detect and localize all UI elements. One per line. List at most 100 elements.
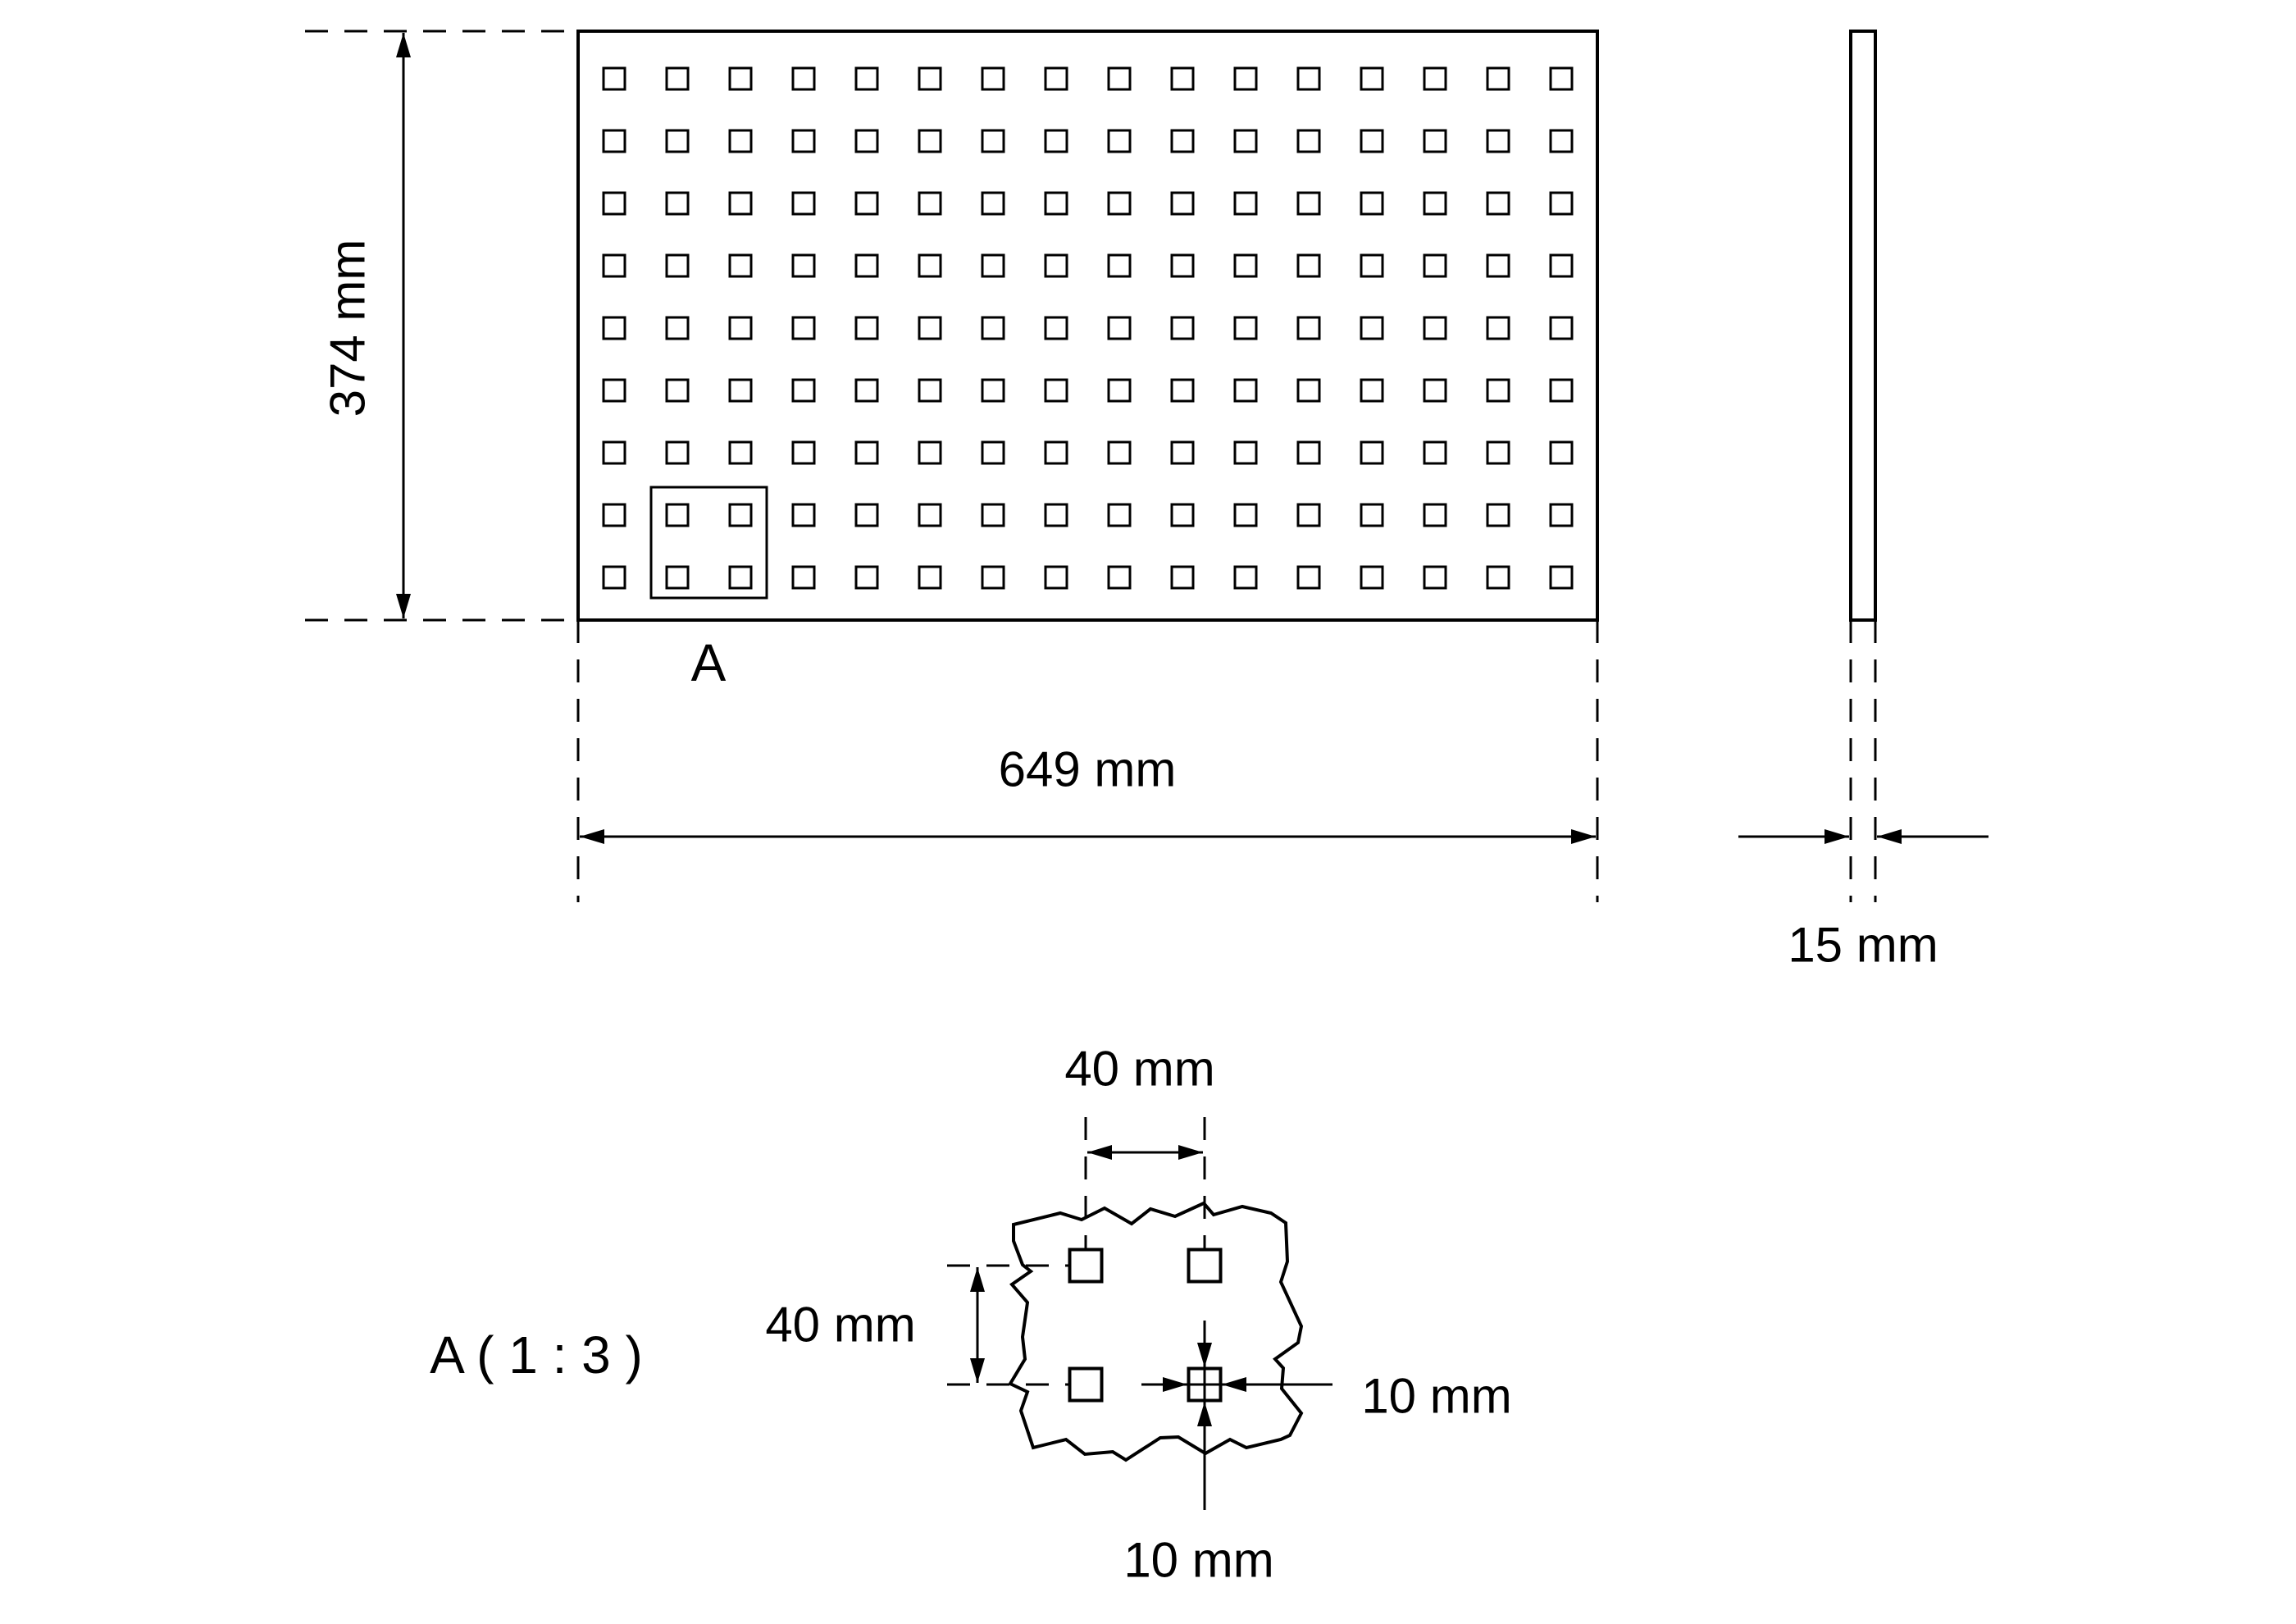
plate-hole: [665, 440, 690, 465]
plate-hole: [1170, 191, 1195, 216]
plate-hole: [1170, 565, 1195, 590]
plate-hole: [791, 440, 816, 465]
plate-hole: [1549, 440, 1574, 465]
plate-hole: [602, 316, 626, 340]
plate-hole: [918, 191, 942, 216]
plate-hole: [1486, 440, 1510, 465]
plate-hole: [1107, 253, 1132, 278]
plate-hole: [981, 378, 1005, 403]
plate-hole: [1549, 316, 1574, 340]
plate-hole: [665, 316, 690, 340]
plate-hole: [728, 316, 753, 340]
plate-hole: [1233, 316, 1258, 340]
plate-hole: [665, 191, 690, 216]
plate-hole: [1486, 378, 1510, 403]
plate-hole: [1486, 191, 1510, 216]
plate-hole: [1233, 503, 1258, 527]
plate-hole: [1423, 66, 1447, 91]
plate-hole: [665, 66, 690, 91]
front-view: 374 mm 649 mm A: [305, 30, 1599, 902]
plate-hole: [1170, 503, 1195, 527]
plate-hole: [1486, 316, 1510, 340]
plate-hole: [1233, 66, 1258, 91]
plate-hole: [1486, 253, 1510, 278]
plate-hole: [602, 503, 626, 527]
plate-hole: [1423, 253, 1447, 278]
plate-hole: [1044, 440, 1068, 465]
plate-hole: [1296, 129, 1321, 153]
plate-hole: [728, 253, 753, 278]
torn-patch-outline: [1008, 1201, 1304, 1462]
plate-hole: [1360, 378, 1384, 403]
plate-hole: [1360, 316, 1384, 340]
plate-hole: [1233, 565, 1258, 590]
plate-hole: [1296, 316, 1321, 340]
plate-hole: [1296, 565, 1321, 590]
plate-hole: [791, 565, 816, 590]
detail-boundary-box: [649, 486, 768, 600]
detail-callout-label: A: [691, 633, 727, 692]
plate-hole: [1486, 66, 1510, 91]
plate-hole: [728, 378, 753, 403]
plate-hole: [854, 440, 879, 465]
plate-hole: [602, 191, 626, 216]
plate-hole: [1107, 129, 1132, 153]
plate-hole: [981, 66, 1005, 91]
plate-hole: [1296, 253, 1321, 278]
plate-hole: [1107, 378, 1132, 403]
plate-hole: [854, 503, 879, 527]
plate-hole: [1296, 440, 1321, 465]
plate-hole: [665, 378, 690, 403]
plate-hole: [981, 253, 1005, 278]
plate-hole: [1044, 129, 1068, 153]
hole-height-label: 10 mm: [1123, 1533, 1273, 1588]
plate-hole: [1233, 191, 1258, 216]
plate-hole: [791, 253, 816, 278]
plate-hole: [1549, 129, 1574, 153]
plate-hole: [728, 129, 753, 153]
plate-hole: [791, 191, 816, 216]
plate-hole: [1423, 378, 1447, 403]
plate-hole: [1486, 129, 1510, 153]
height-dimension-label: 374 mm: [321, 239, 376, 417]
plate-hole: [602, 378, 626, 403]
plate-outline: [576, 30, 1599, 622]
plate-hole: [602, 66, 626, 91]
plate-hole: [1044, 503, 1068, 527]
plate-hole: [918, 503, 942, 527]
plate-hole: [1233, 440, 1258, 465]
plate-hole: [1360, 253, 1384, 278]
plate-hole: [1044, 378, 1068, 403]
plate-hole: [918, 440, 942, 465]
plate-hole: [1044, 253, 1068, 278]
width-dimension-label: 649 mm: [999, 742, 1177, 797]
plate-hole: [1360, 191, 1384, 216]
plate-hole: [1296, 66, 1321, 91]
detail-hole-top-right: [1187, 1248, 1223, 1284]
plate-hole: [918, 129, 942, 153]
plate-hole: [791, 129, 816, 153]
plate-hole: [1423, 503, 1447, 527]
hole-width-label: 10 mm: [1361, 1369, 1511, 1424]
plate-hole: [791, 316, 816, 340]
plate-hole: [1423, 129, 1447, 153]
plate-hole: [728, 565, 753, 590]
plate-hole: [918, 253, 942, 278]
plate-hole: [665, 503, 690, 527]
thickness-dimension-label: 15 mm: [1788, 918, 1938, 973]
detail-hole-top-left: [1068, 1248, 1104, 1284]
plate-hole: [981, 191, 1005, 216]
plate-hole: [728, 66, 753, 91]
plate-hole: [1170, 253, 1195, 278]
plate-hole: [1360, 440, 1384, 465]
plate-hole: [1423, 440, 1447, 465]
plate-hole: [1044, 66, 1068, 91]
hole-spacing-horizontal-label: 40 mm: [1064, 1042, 1214, 1097]
plate-hole: [1549, 503, 1574, 527]
plate-hole: [1360, 503, 1384, 527]
plate-hole: [918, 316, 942, 340]
plate-hole: [1170, 378, 1195, 403]
plate-hole: [1296, 191, 1321, 216]
plate-hole: [1107, 503, 1132, 527]
